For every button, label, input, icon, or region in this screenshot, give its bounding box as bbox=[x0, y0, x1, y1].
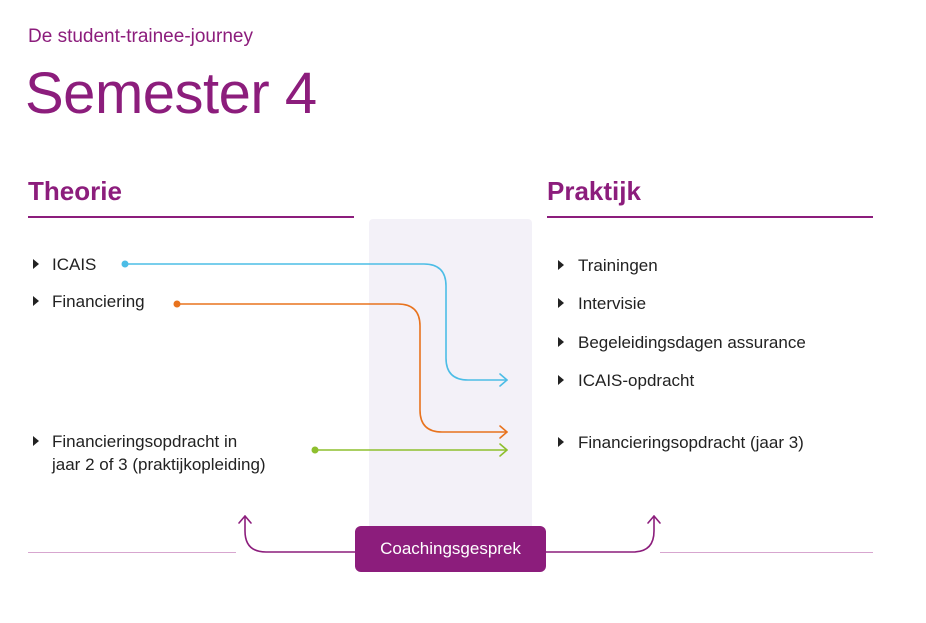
page-title: Semester 4 bbox=[25, 61, 317, 126]
praktijk-heading: Praktijk bbox=[547, 176, 641, 206]
icais-connector bbox=[124, 263, 508, 387]
praktijk-divider bbox=[547, 216, 873, 218]
praktijk-item-icais-opdracht: ICAIS-opdracht bbox=[578, 371, 695, 390]
bottom-divider-left bbox=[28, 552, 236, 553]
praktijk-item-intervisie: Intervisie bbox=[578, 294, 647, 313]
opdracht-connector-dot bbox=[311, 446, 319, 454]
praktijk-item-financieringsopdracht: Financieringsopdracht (jaar 3) bbox=[578, 433, 804, 452]
opdracht-connector bbox=[314, 443, 508, 457]
theorie-heading: Theorie bbox=[28, 176, 122, 206]
icais-connector-dot bbox=[121, 260, 129, 268]
financiering-connector-dot bbox=[173, 300, 181, 308]
theorie-item-financieringsopdracht: Financieringsopdracht in jaar 2 of 3 (pr… bbox=[52, 430, 266, 476]
bullet-icon bbox=[558, 375, 564, 385]
financiering-connector bbox=[176, 303, 508, 439]
coachingsgesprek-button[interactable]: Coachingsgesprek bbox=[355, 526, 546, 572]
theorie-divider bbox=[28, 216, 354, 218]
theorie-item-financieringsopdracht-line1: Financieringsopdracht in bbox=[52, 432, 238, 451]
bullet-icon bbox=[558, 437, 564, 447]
journey-subtitle: De student-trainee-journey bbox=[28, 26, 253, 47]
coaching-arrow-right bbox=[545, 515, 661, 553]
bullet-icon bbox=[558, 298, 564, 308]
theorie-item-financieringsopdracht-line2: jaar 2 of 3 (praktijkopleiding) bbox=[52, 455, 266, 474]
coaching-arrow-left bbox=[238, 515, 357, 553]
bullet-icon bbox=[33, 259, 39, 269]
bullet-icon bbox=[33, 436, 39, 446]
theorie-item-icais: ICAIS bbox=[52, 255, 97, 274]
praktijk-item-begeleidingsdagen: Begeleidingsdagen assurance bbox=[578, 333, 806, 352]
praktijk-item-trainingen: Trainingen bbox=[578, 256, 658, 275]
bullet-icon bbox=[558, 260, 564, 270]
bullet-icon bbox=[558, 337, 564, 347]
theorie-item-financiering: Financiering bbox=[52, 292, 145, 311]
center-band bbox=[369, 219, 532, 551]
bottom-divider-right bbox=[660, 552, 873, 553]
bullet-icon bbox=[33, 296, 39, 306]
